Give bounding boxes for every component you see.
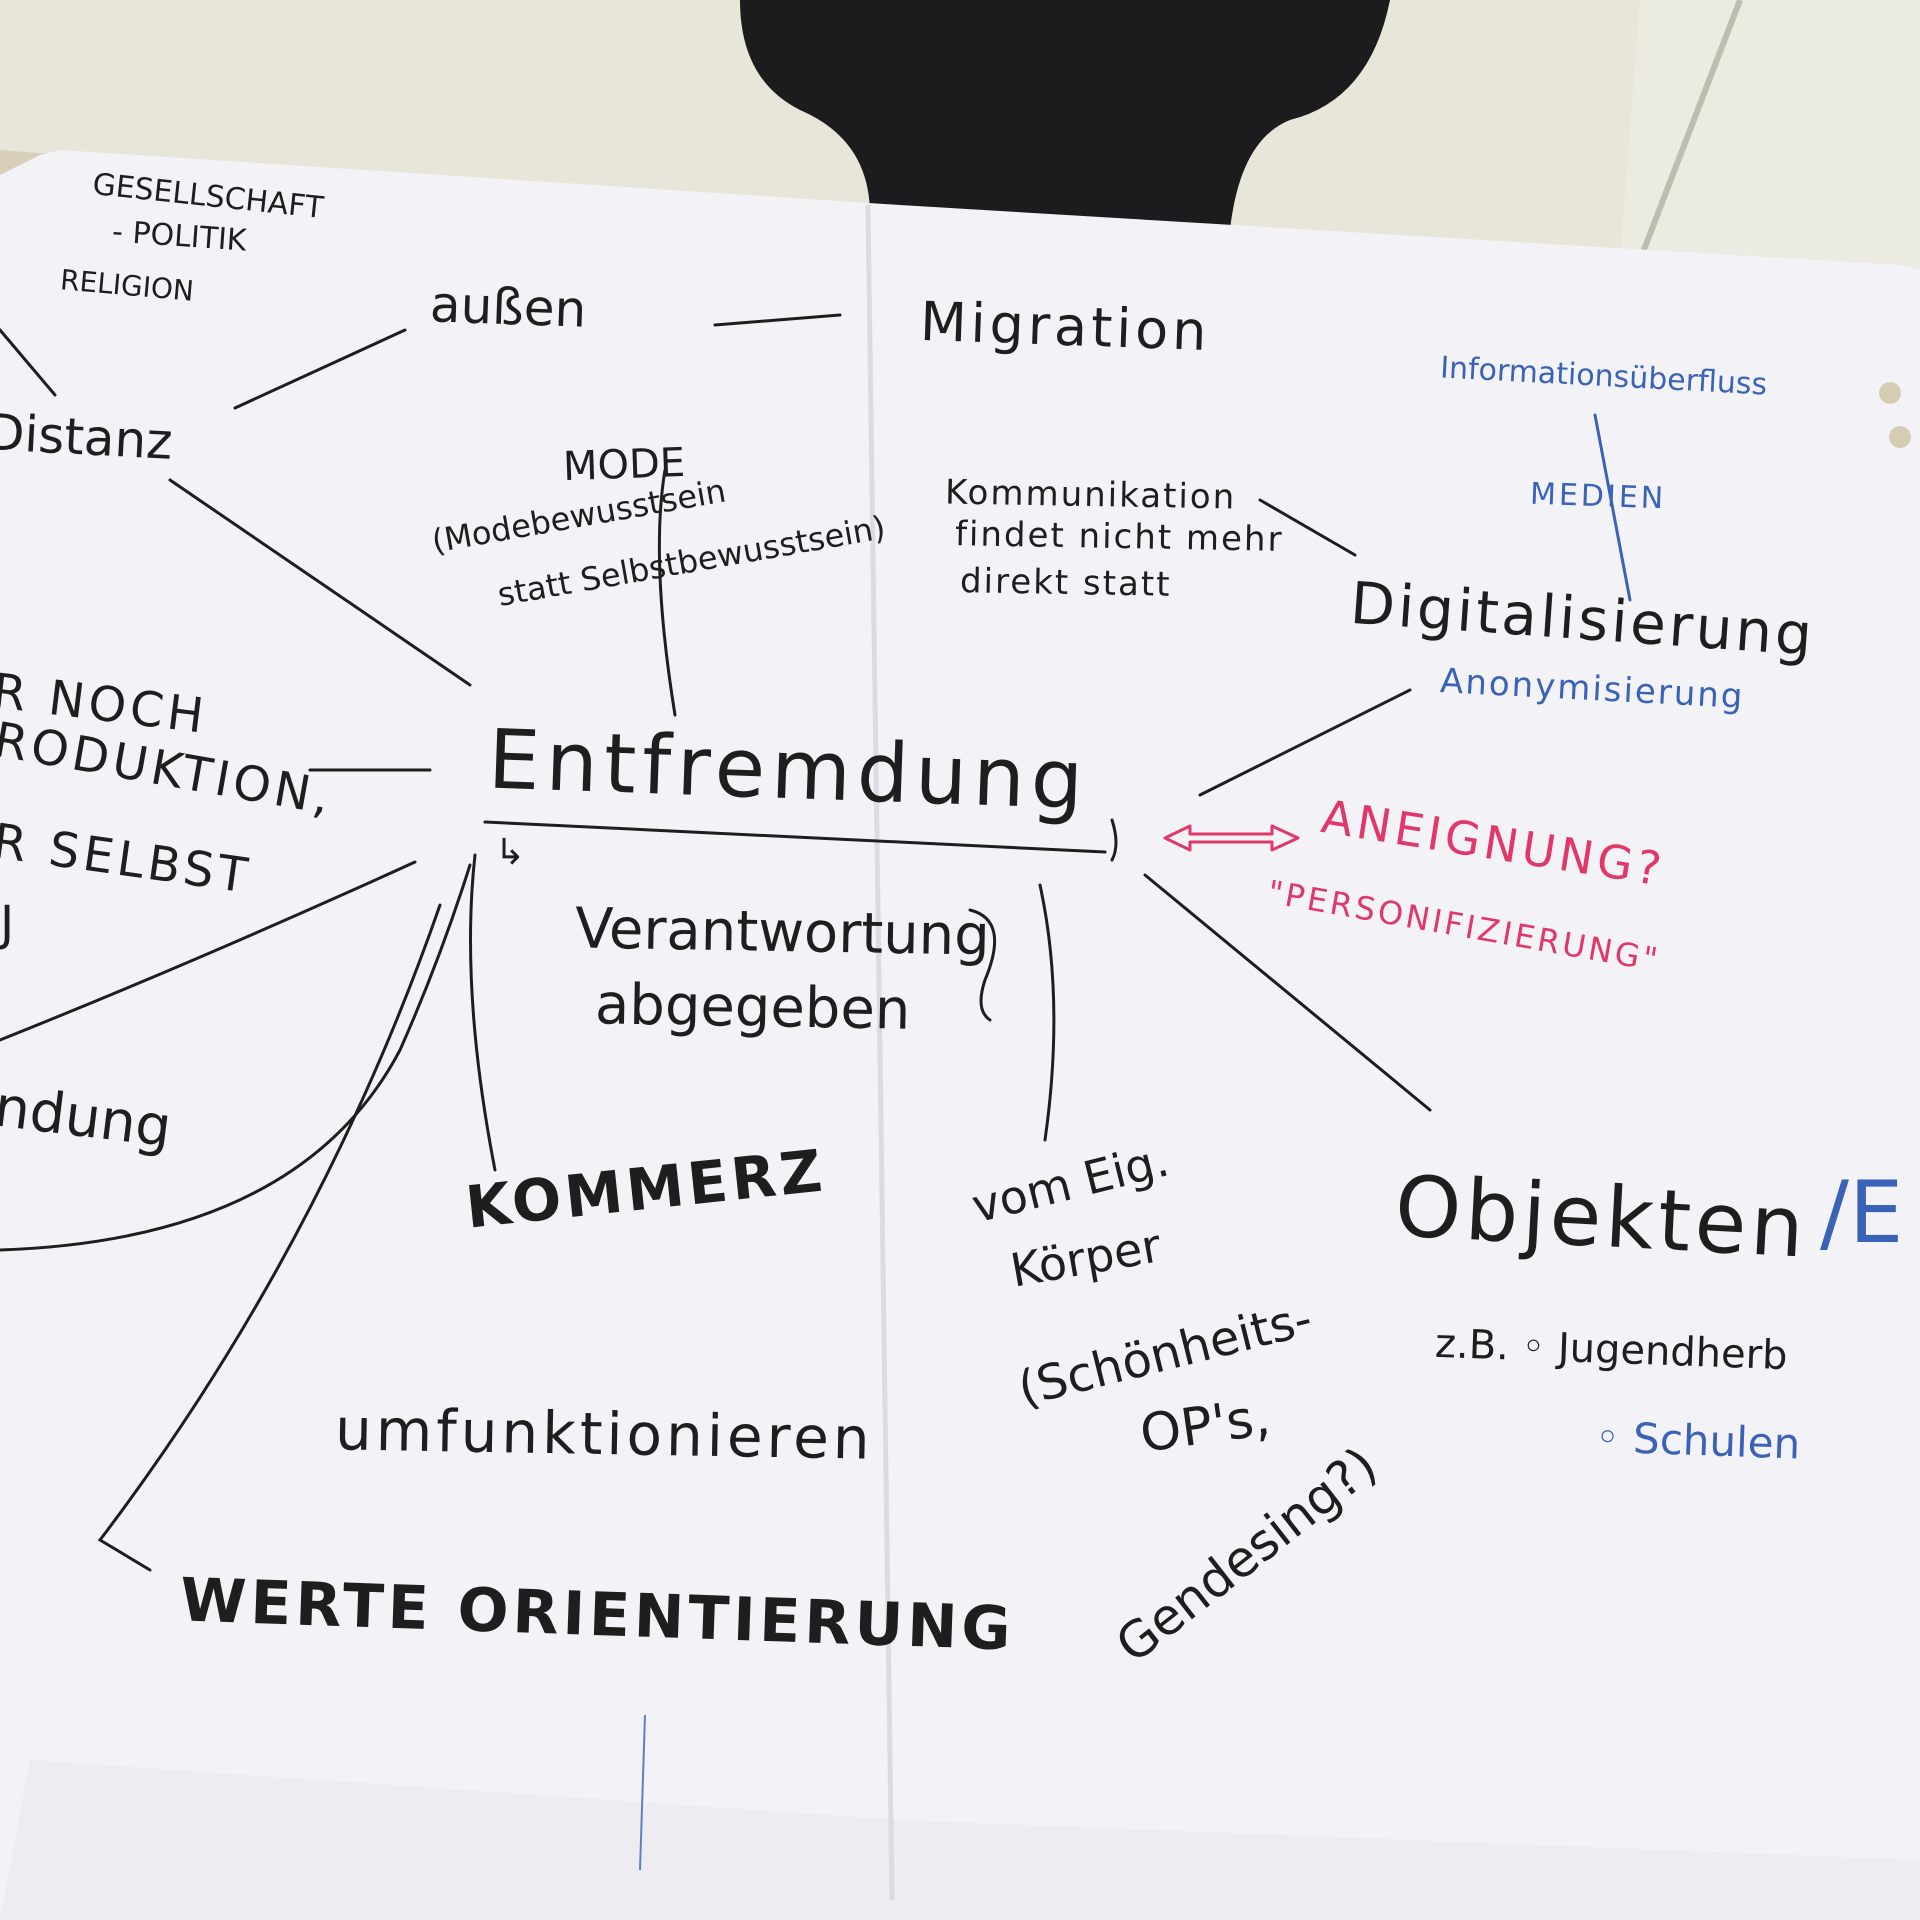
punch-hole <box>1879 382 1901 404</box>
label-kommunikation-1: Kommunikation <box>944 472 1237 518</box>
center-hook <box>1110 818 1118 862</box>
punch-hole <box>1889 426 1911 448</box>
line-medien <box>1593 413 1632 602</box>
line-center-koerper <box>1038 883 1056 1142</box>
line-religion-distanz <box>0 328 57 397</box>
whiteboard-corner <box>1620 0 1920 300</box>
label-aussen: außen <box>429 275 588 339</box>
paper-fold <box>865 204 895 1901</box>
line-distanz-center <box>168 478 472 687</box>
label-distanz: Distanz <box>0 403 175 471</box>
chair-back <box>740 0 1390 230</box>
line-kommunikation-digital <box>1258 498 1357 557</box>
line-center-left-lower <box>0 860 417 1042</box>
line-center-kommerz <box>469 853 497 1172</box>
label-politik: - POLITIK <box>110 214 248 259</box>
line-distanz-aussen <box>233 328 407 410</box>
underline-center <box>483 820 1107 854</box>
label-kommunikation-2: findet nicht mehr <box>954 514 1284 560</box>
line-center-ndung <box>0 863 472 1252</box>
line-aussen-migration <box>713 313 842 327</box>
line-center-werte <box>97 903 442 1572</box>
line-mode-center <box>657 468 677 717</box>
label-verantwortung-2: abgegeben <box>594 972 911 1043</box>
label-objekten: Objekten <box>1392 1157 1811 1277</box>
verantwortung-bracket <box>968 908 997 1022</box>
label-kommunikation-3: direkt statt <box>959 561 1172 605</box>
label-schulen: ◦ Schulen <box>1594 1412 1802 1469</box>
line-center-digital <box>1198 688 1412 797</box>
label-verantwortung-1: Verantwortung <box>574 896 991 969</box>
double-arrow-icon <box>1163 824 1300 852</box>
label-objekten-slash: /E <box>1820 1163 1904 1263</box>
label-migration: Migration <box>919 289 1212 364</box>
label-center-entfremdung: Entfremdung <box>486 712 1091 829</box>
paper-shadow <box>0 1760 1920 1920</box>
label-umfunktionieren: umfunktionieren <box>334 1395 875 1473</box>
label-left-fragment-4: J <box>0 896 19 952</box>
label-medien: MEDIEN <box>1529 476 1667 517</box>
whiteboard-edge <box>1637 0 1743 262</box>
line-center-objekten <box>1143 873 1432 1112</box>
sub-arrow-icon: ↳ <box>495 832 526 873</box>
faint-blue-line <box>639 1714 646 1871</box>
flipchart-paper <box>0 150 1920 1920</box>
label-zb-jugendherberge: z.B. ◦ Jugendherb <box>1434 1320 1789 1380</box>
